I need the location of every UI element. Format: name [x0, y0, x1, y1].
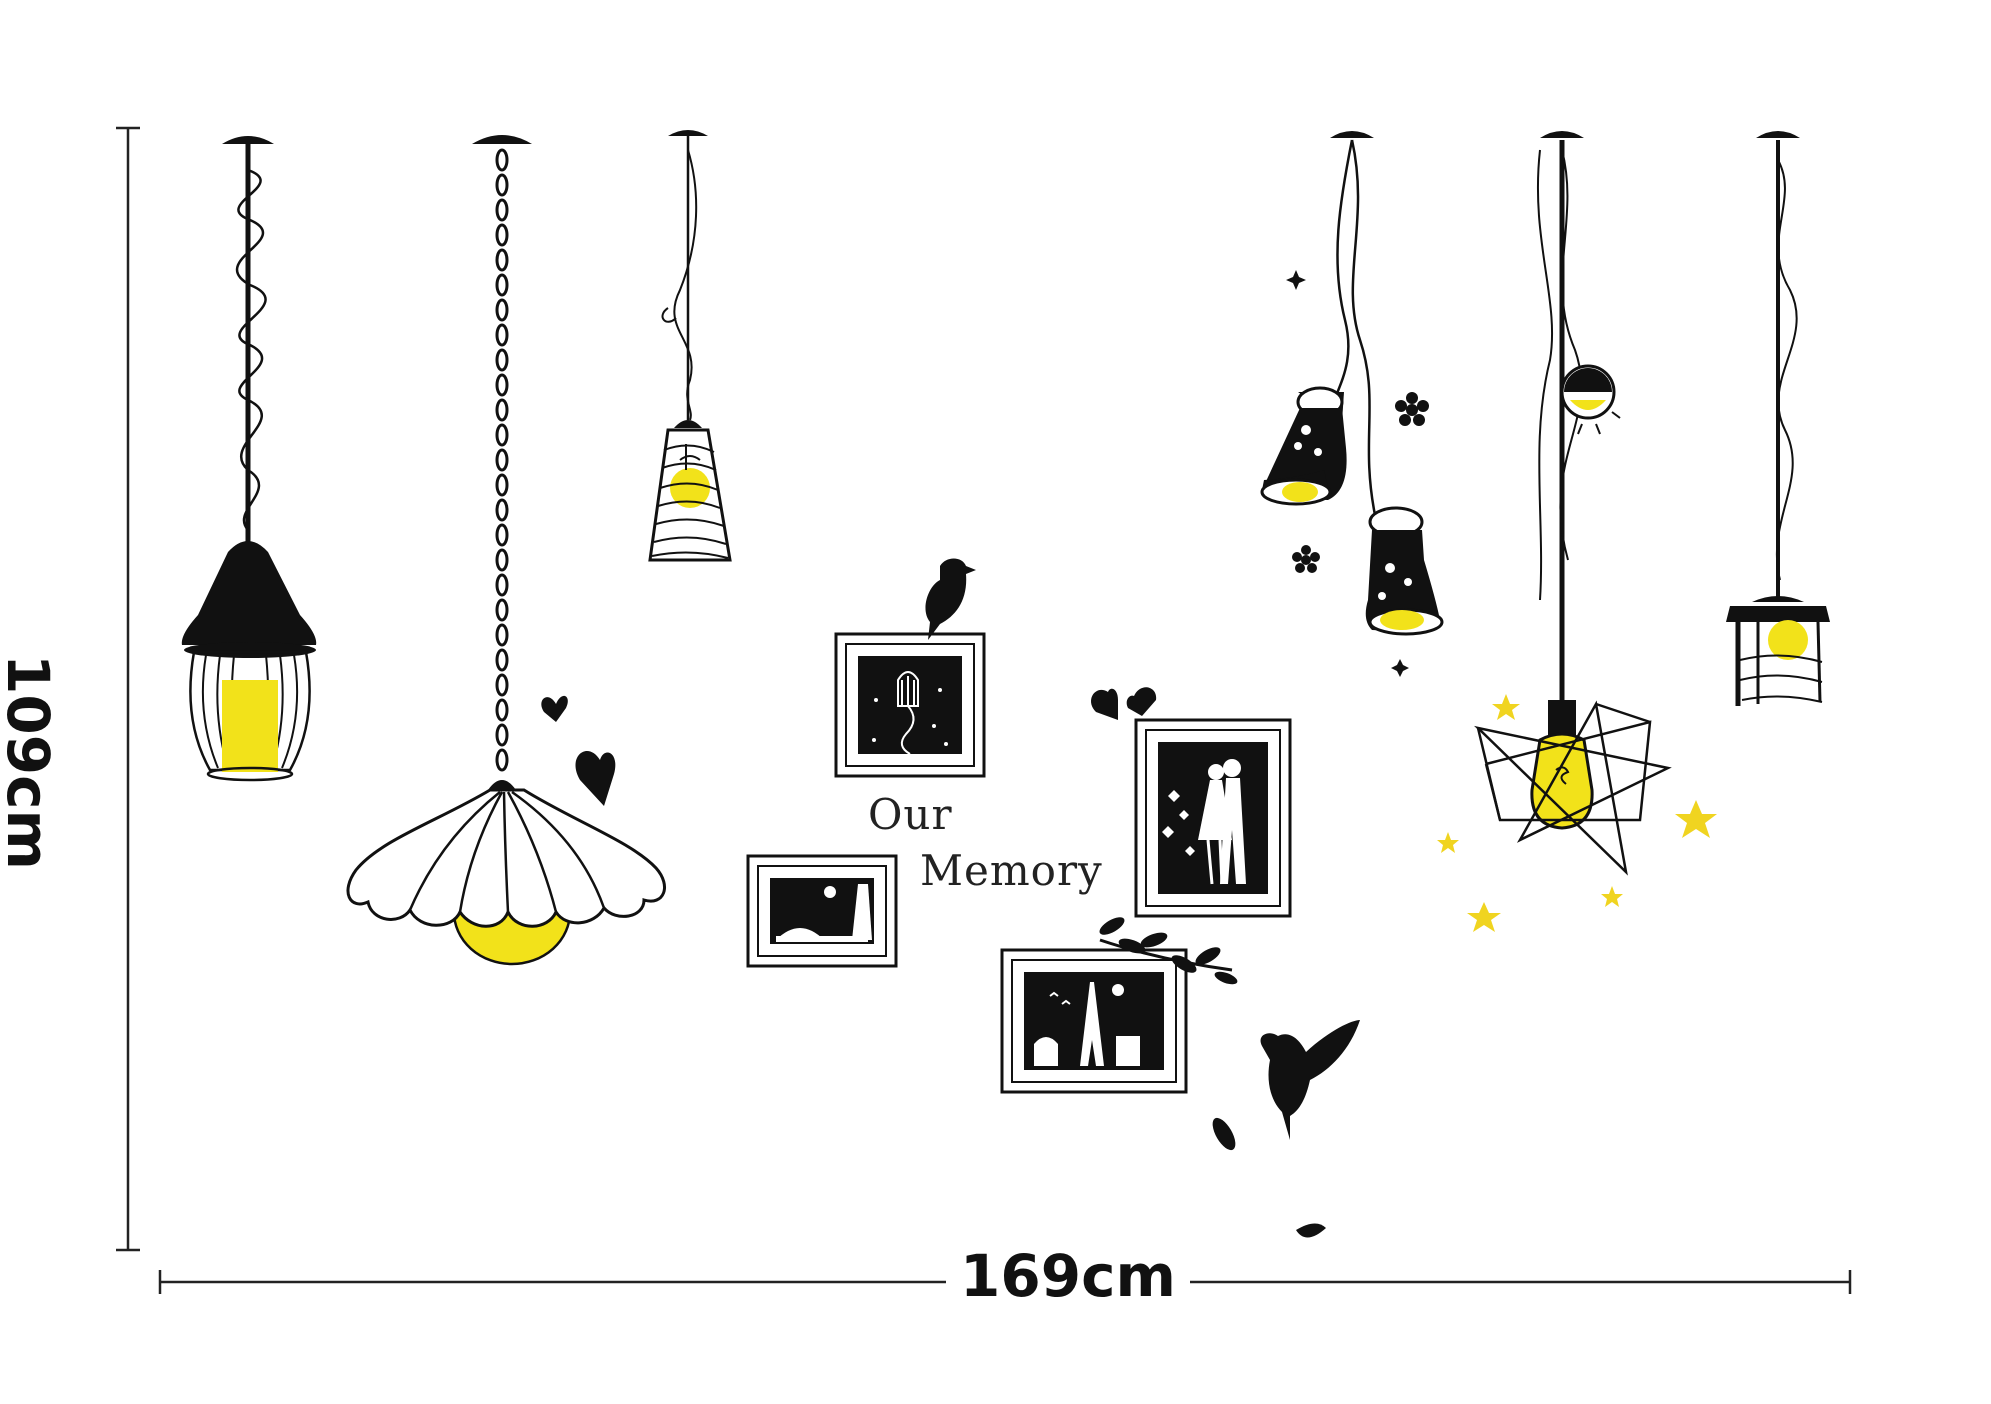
star-icon — [1437, 694, 1717, 932]
snowflake-icon — [1286, 270, 1429, 677]
height-dimension-label: 109cm — [0, 640, 64, 884]
bird-icon — [925, 558, 976, 640]
leaning-tower-frame — [746, 854, 898, 968]
flying-bird-icon — [1260, 1020, 1360, 1140]
dimension-height-line — [116, 126, 140, 1252]
title-line-memory: Memory — [920, 846, 1103, 895]
heart-icon — [541, 687, 1157, 806]
cage-lantern-lamp — [181, 136, 317, 782]
width-dimension-label: 169cm — [946, 1240, 1190, 1312]
daisy-shade-lamp — [346, 135, 666, 966]
twin-spot-lamps — [1260, 131, 1444, 636]
birdcage-frame — [834, 632, 986, 778]
leaf-icon — [1099, 917, 1326, 1238]
wire-cone-lamp — [648, 130, 732, 562]
eiffel-tower-frame — [1000, 948, 1188, 1094]
title-line-our: Our — [868, 790, 953, 839]
couple-frame — [1134, 718, 1292, 918]
cylinder-cage-lamp — [1726, 131, 1830, 706]
star-cage-lamp — [1474, 131, 1672, 876]
